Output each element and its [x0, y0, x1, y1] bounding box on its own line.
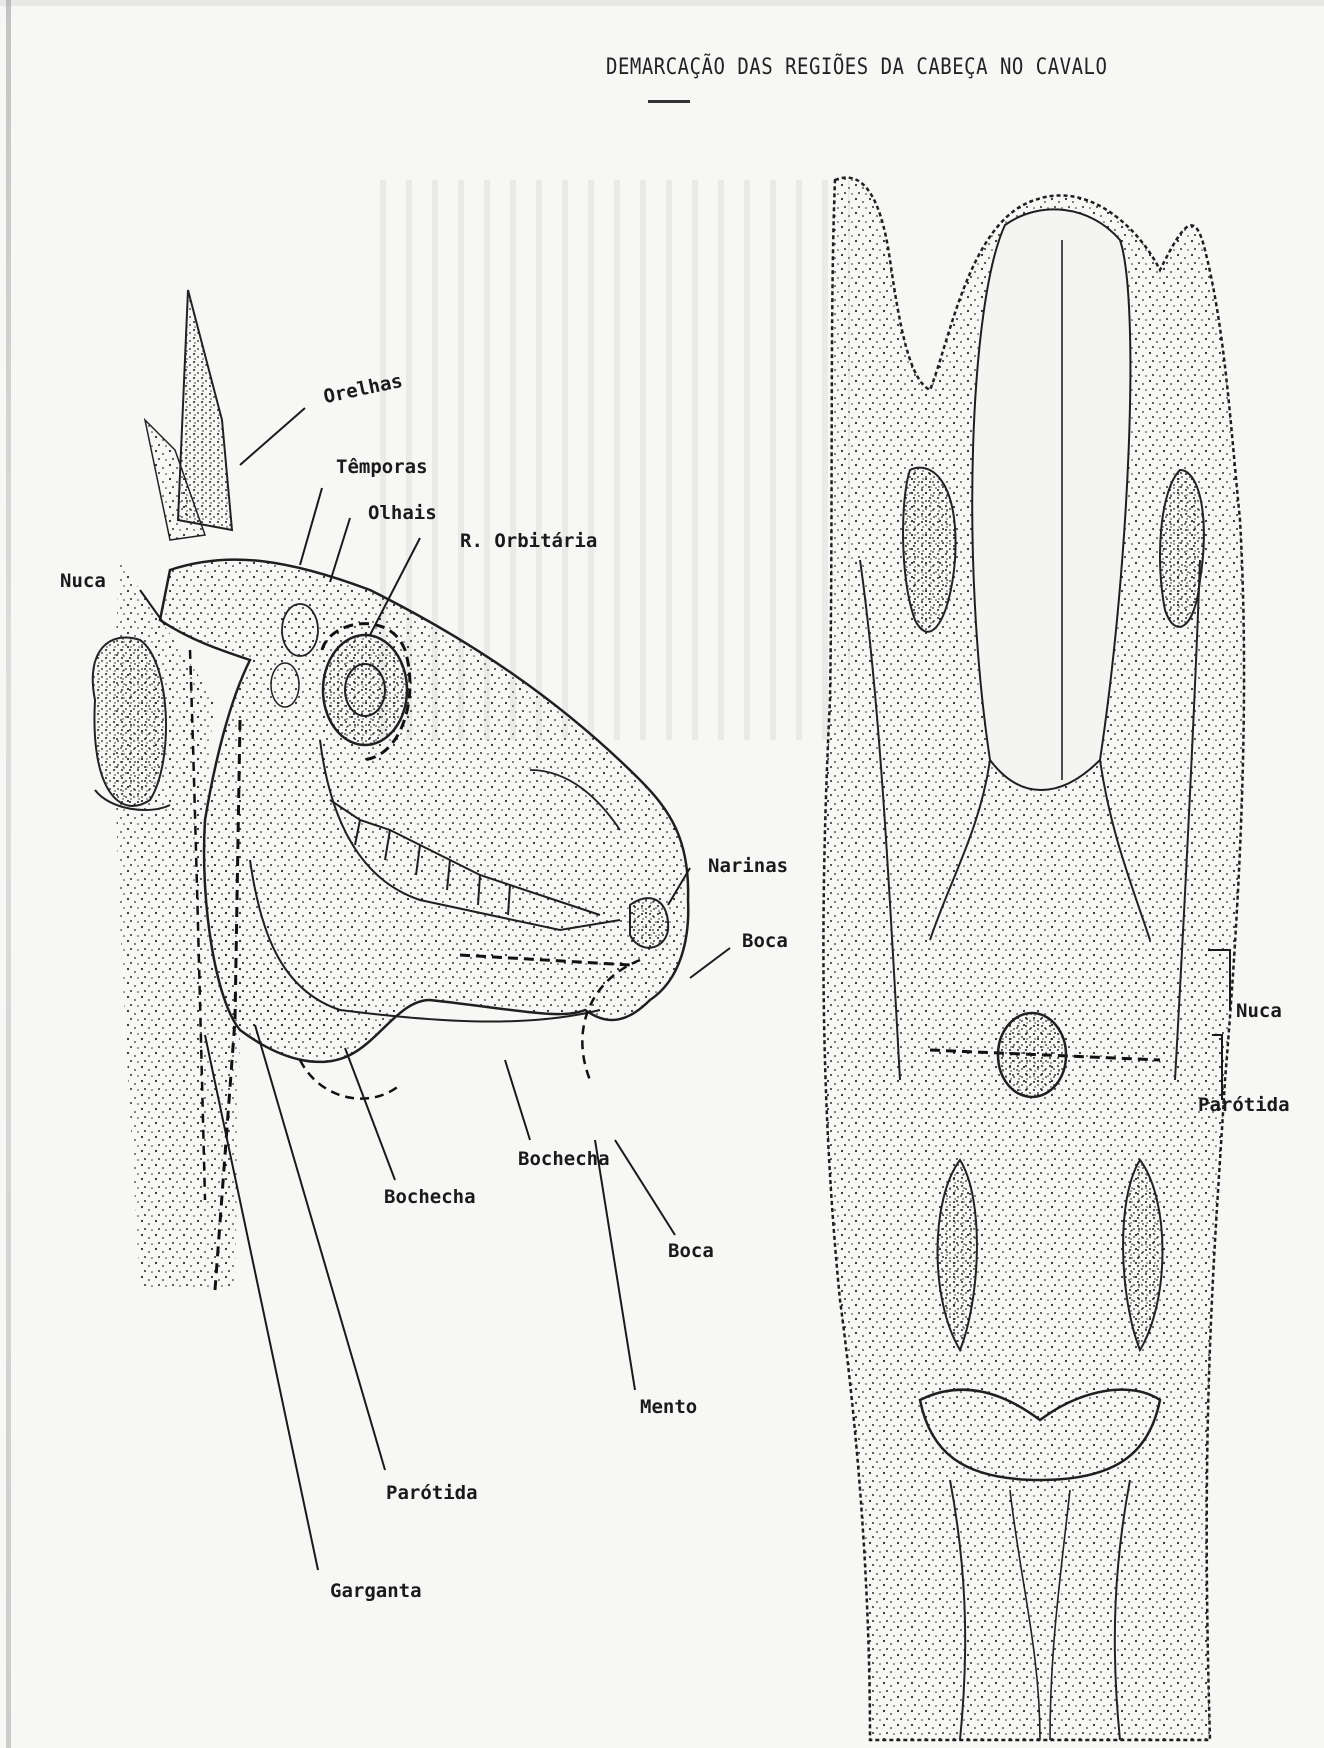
label-bochecha-1: Bochecha	[384, 1186, 476, 1208]
label-boca-upper: Boca	[742, 930, 788, 952]
label-boca-lower: Boca	[668, 1240, 714, 1262]
leader-mento	[595, 1140, 635, 1390]
label-temporas: Têmporas	[336, 456, 428, 478]
label-mento: Mento	[640, 1396, 697, 1418]
front-view-head	[823, 178, 1244, 1740]
nape-cartilage	[93, 638, 166, 806]
orbital-region	[323, 635, 407, 745]
temple-region	[282, 604, 318, 656]
label-garganta: Garganta	[330, 1580, 422, 1602]
leader-temporas	[300, 488, 322, 565]
leader-olhais	[330, 518, 350, 582]
cheek-dashed-curve	[300, 1060, 400, 1099]
leader-parotida	[255, 1025, 385, 1470]
leader-bochecha-2	[505, 1060, 530, 1140]
central-boss	[998, 1013, 1066, 1097]
side-view-head	[93, 290, 688, 1290]
label-orbitaria: R. Orbitária	[460, 530, 597, 552]
forehead-outline	[972, 209, 1130, 790]
label-bochecha-2: Bochecha	[518, 1148, 610, 1170]
leader-boca-lower	[615, 1140, 675, 1235]
leader-bochecha-1	[345, 1048, 395, 1180]
label-parotida: Parótida	[386, 1482, 478, 1504]
label-parotida-front: Parótida	[1198, 1094, 1290, 1116]
label-narinas: Narinas	[708, 855, 788, 877]
leader-orelhas	[240, 408, 305, 465]
leader-garganta	[205, 1035, 318, 1570]
nostril	[630, 898, 668, 948]
leader-boca-upper	[690, 948, 730, 978]
label-nuca-front: Nuca	[1236, 1000, 1282, 1022]
label-olhais: Olhais	[368, 502, 437, 524]
label-nuca: Nuca	[60, 570, 106, 592]
